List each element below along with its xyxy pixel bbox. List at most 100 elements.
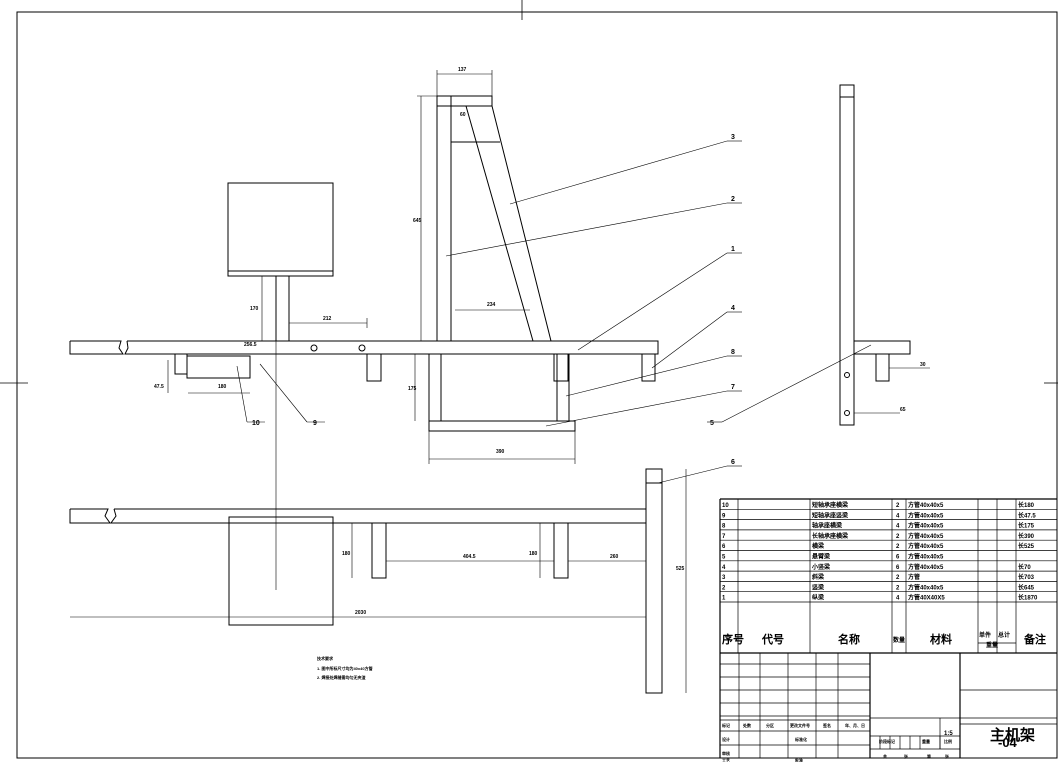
bolt-hole-2 [358, 344, 366, 352]
bom-row-seq: 10 [722, 503, 729, 509]
dim-plan-span: 404.5 [463, 554, 476, 560]
tb-design: 设计 [722, 736, 730, 742]
balloon-8: 8 [731, 349, 735, 356]
bom-row-seq: 8 [722, 524, 726, 530]
bom-row-seq: 3 [722, 575, 726, 581]
tb-stage: 阶段标记 [879, 738, 895, 744]
plan-crossbeam [645, 468, 663, 694]
bom-row-remark: 长525 [1018, 542, 1035, 550]
hdr-qty: 数量 [893, 636, 905, 644]
dim-left-height: 47.5 [154, 384, 164, 390]
bom-row-name: 悬臂梁 [811, 553, 830, 561]
small-post-right [553, 353, 569, 382]
motor-support [275, 275, 290, 342]
frame-top [436, 95, 493, 107]
drawing-title: 主机架 [990, 726, 1035, 744]
bom-row-qty: 6 [896, 555, 900, 561]
bom-row-name: 轴承座横梁 [812, 522, 842, 530]
tb-date: 年、月、日 [845, 722, 865, 728]
plan-beam [110, 508, 647, 524]
balloon-4: 4 [731, 305, 735, 312]
dim-left-bottom: 180 [218, 384, 227, 390]
plan-view [69, 468, 663, 694]
bom-row-material: 方管40x40x5 [908, 501, 944, 509]
tb-change-doc: 更改文件号 [790, 722, 810, 728]
bom-row-remark: 长703 [1018, 573, 1035, 581]
side-view-dimensions [854, 367, 930, 414]
balloon-6: 6 [731, 459, 735, 466]
bom-row-seq: 9 [722, 513, 726, 519]
side-post [839, 84, 855, 426]
bom-row-material: 方管40x40x5 [908, 553, 944, 561]
balloon-10: 10 [252, 420, 260, 427]
dim-beam-offset: 256.5 [244, 342, 257, 348]
drawing-number: -04 [998, 735, 1018, 750]
tb-scale-label: 比例 [944, 738, 952, 744]
dim-side-bottom: 65 [900, 407, 906, 413]
plan-motor [228, 516, 334, 626]
tb-sheets: 共 [883, 753, 887, 759]
tb-sign: 签名 [822, 722, 831, 728]
bearing-seat-left [186, 355, 251, 379]
dim-plan-total: 2030 [355, 610, 366, 616]
sheet-border [16, 11, 1058, 759]
hdr-remark: 备注 [1023, 632, 1046, 646]
balloon-1: 1 [731, 246, 735, 253]
hdr-seq: 序号 [722, 632, 744, 646]
plan-post-b [553, 522, 569, 579]
bom-row-material: 方管40x40x5 [908, 532, 944, 540]
side-bracket [875, 353, 890, 382]
dim-plan-height-b: 180 [529, 551, 538, 557]
bom-row-qty: 4 [896, 513, 900, 519]
dim-plan-right-height: 525 [676, 566, 685, 572]
bom-row-qty: 4 [896, 596, 900, 602]
plan-view-dimensions [70, 469, 687, 693]
small-post-end [641, 353, 656, 382]
bom-row-qty: 2 [896, 544, 900, 550]
bom-row-material: 方管40x40x5 [908, 583, 944, 591]
tb-weight: 重量 [922, 738, 930, 744]
bom-grid [719, 498, 1057, 758]
bom-row-name: 短轴承座竖梁 [812, 511, 848, 519]
bom-row-qty: 4 [896, 524, 900, 530]
bom-row-material: 方管40x40x5 [908, 522, 944, 530]
hdr-code: 代号 [761, 632, 784, 646]
bom-row-qty: 2 [896, 503, 900, 509]
tb-standard: 标准化 [794, 736, 807, 742]
tb-approve: 批准 [795, 757, 803, 762]
hdr-name: 名称 [838, 632, 860, 646]
bom-row-remark: 长1870 [1018, 594, 1038, 602]
dim-top-short: 60 [460, 112, 466, 118]
main-beam-break [69, 340, 124, 355]
part-balloons: 3 2 1 4 8 7 5 10 9 6 [252, 134, 735, 466]
front-view-dimensions [167, 70, 576, 590]
dim-upright-gap: 212 [323, 316, 332, 322]
under-frame-left [428, 353, 442, 422]
balloon-9: 9 [313, 420, 317, 427]
bom-row-material: 方管40x40x5 [908, 511, 944, 519]
bom-row-seq: 7 [722, 534, 726, 540]
plan-post-a [371, 522, 387, 579]
under-frame-right [556, 353, 570, 422]
leaders [236, 140, 872, 484]
diagonal-beam [465, 105, 552, 342]
side-hole-1 [844, 372, 850, 378]
bom-header: 序号 代号 名称 数量 材料 单件 总计 重量 备注 [722, 631, 1046, 649]
dim-upright-height: 170 [250, 306, 259, 312]
bom-row-remark: 长70 [1018, 563, 1031, 571]
bom-row-qty: 2 [896, 534, 900, 540]
dim-side-gap: 30 [920, 362, 926, 368]
bom-row-name: 斜梁 [811, 573, 824, 581]
bom-row-name: 纵梁 [812, 594, 824, 602]
motor-block [227, 182, 334, 277]
notes-line-1: 1. 图中所标尺寸均为40x40方管 [317, 665, 373, 671]
bom-row-qty: 6 [896, 565, 900, 571]
small-post-left [174, 353, 188, 375]
technical-notes: 技术要求 1. 图中所标尺寸均为40x40方管 2. 焊接处焊缝需均匀无夹渣 [317, 655, 373, 680]
dim-top-width: 137 [458, 67, 467, 73]
front-view-dim-text: 137 60 645 234 212 170 256.5 47.5 180 17… [154, 67, 505, 455]
bom-row-seq: 1 [722, 596, 726, 602]
